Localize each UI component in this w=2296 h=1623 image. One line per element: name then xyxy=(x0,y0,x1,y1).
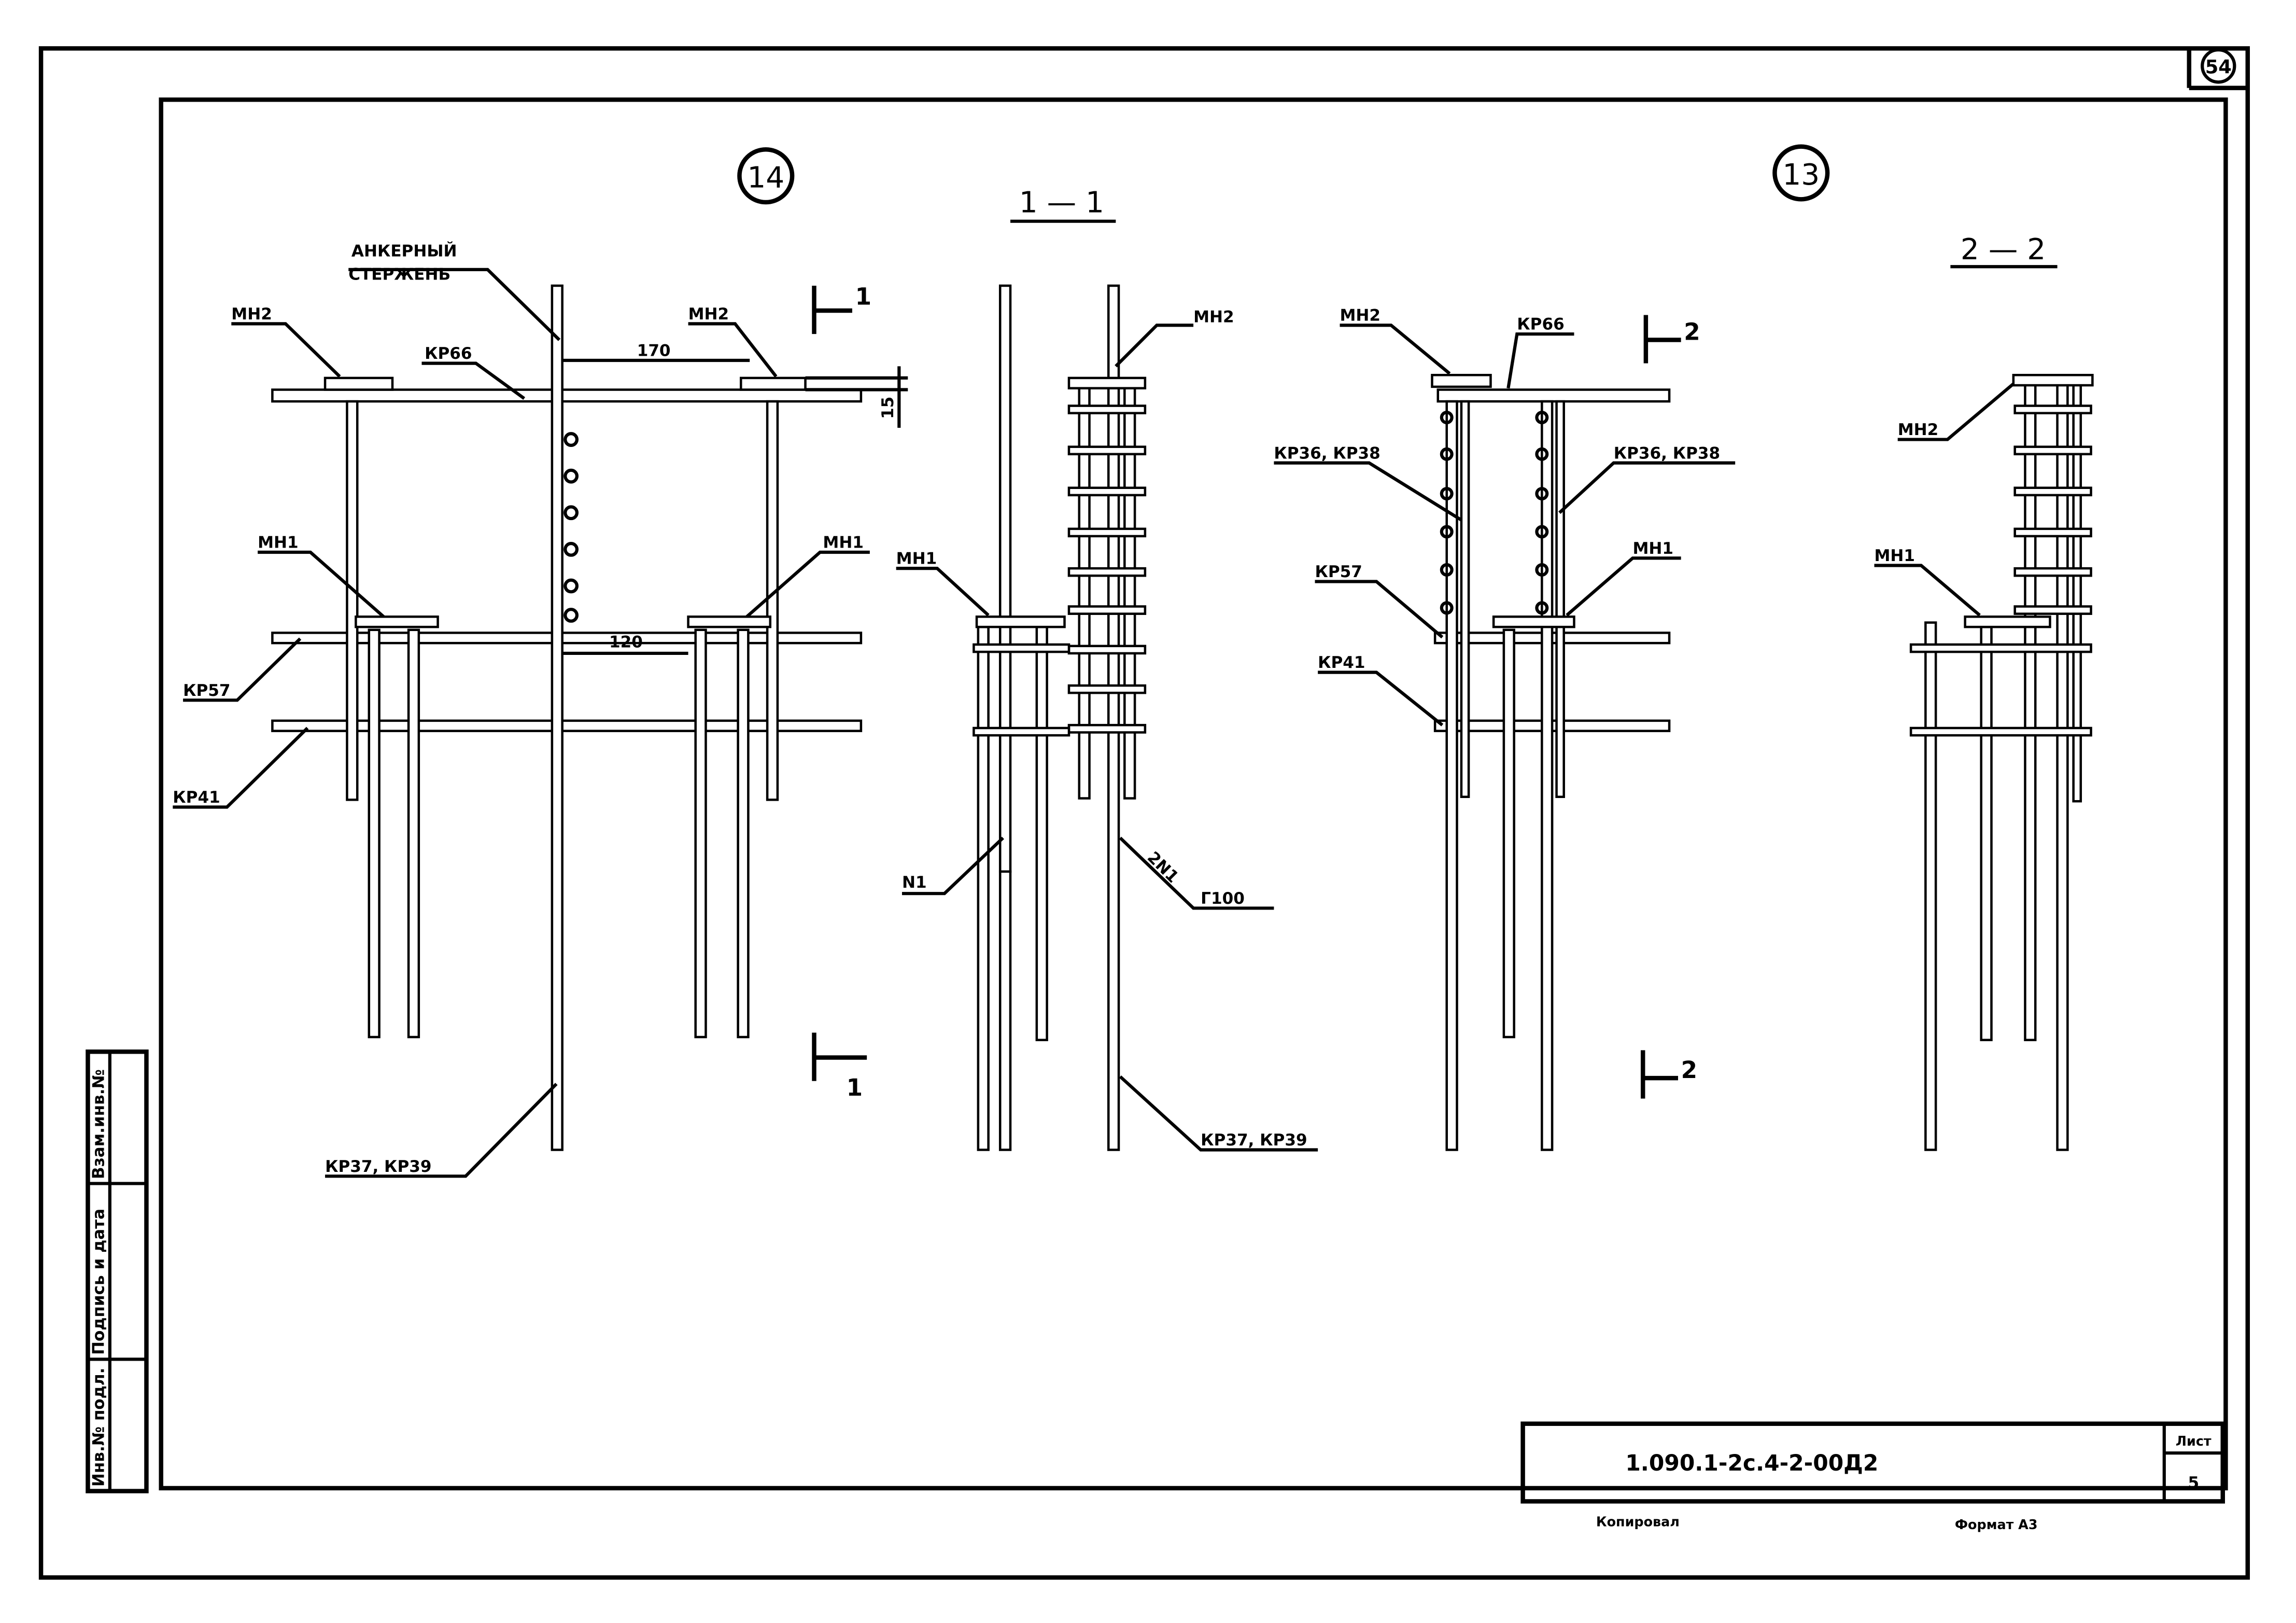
sheet-number: 54 xyxy=(2205,55,2232,78)
label-mn1: МН1 xyxy=(896,550,937,568)
label-kr36-kr38: КР36, КР38 xyxy=(1614,444,1720,463)
label-mn2: МН2 xyxy=(1898,421,1939,439)
node-14-labels: АНКЕРНЫЙ СТЕРЖЕНЬ МН2 КР66 МН2 170 15 МН… xyxy=(173,241,897,1176)
stamp-cell-replacement: Взам.инв.№ xyxy=(90,1069,108,1179)
dimension-120: 120 xyxy=(609,633,643,652)
label-kr37-kr39: КР37, КР39 xyxy=(1201,1131,1307,1150)
label-mn2: МН2 xyxy=(1340,306,1381,325)
label-kr57: КР57 xyxy=(1315,563,1362,581)
label-mn2: МН2 xyxy=(1193,308,1234,327)
label-kr37-kr39: КР37, КР39 xyxy=(325,1157,431,1176)
label-mn1: МН1 xyxy=(258,534,299,552)
label-g100: Г100 xyxy=(1201,889,1245,908)
outer-border xyxy=(38,46,2250,1580)
inner-frame xyxy=(159,97,2228,1491)
section-2-mark-top: 2 xyxy=(1684,318,1700,345)
section-2-2-drawing: МН2 МН1 xyxy=(1874,374,2094,1151)
title-block: 1.090.1-2с.4-2-00Д2 Лист 5 Копировал Фор… xyxy=(1520,1421,2225,1532)
section-1-mark-top: 1 xyxy=(855,283,871,311)
stamp-cell-signature: Подпись и дата xyxy=(90,1209,108,1355)
section-1-title: 1 — 1 xyxy=(1019,186,1104,220)
format-label: Формат А3 xyxy=(1955,1517,2038,1532)
document-code: 1.090.1-2с.4-2-00Д2 xyxy=(1625,1450,1878,1476)
node-13-circle xyxy=(1772,144,1830,202)
label-mn1: МН1 xyxy=(823,534,864,552)
label-kr57: КР57 xyxy=(183,681,230,700)
label-anchor-rod-2: СТЕРЖЕНЬ xyxy=(348,265,450,284)
sheet-number-circle xyxy=(2201,48,2236,84)
label-mn2: МН2 xyxy=(231,305,272,324)
node-13-drawing: МН2 КР66 КР36, КР38 КР36, КР38 КР57 МН1 … xyxy=(1274,306,1736,1151)
copied-by-label: Копировал xyxy=(1596,1514,1680,1529)
section-1-mark-bottom: 1 xyxy=(847,1074,863,1101)
label-mn1: МН1 xyxy=(1632,539,1673,558)
label-kr41: КР41 xyxy=(1318,653,1365,672)
section-1-marks: 1 1 xyxy=(812,283,871,1101)
section-2-marks: 2 2 xyxy=(1640,315,1700,1099)
label-kr41: КР41 xyxy=(173,788,220,807)
node-14-circle xyxy=(737,147,795,205)
side-stamp: Взам.инв.№ Подпись и дата Инв.№ подл. xyxy=(86,1050,149,1493)
label-mn1: МН1 xyxy=(1875,547,1915,565)
label-kr66: КР66 xyxy=(1517,315,1564,334)
section-1-1-drawing: МН2 МН1 N1 2N1 Г100 КР37, КР39 xyxy=(896,284,1318,1152)
sheet-value: 5 xyxy=(2188,1474,2199,1492)
dimension-15: 15 xyxy=(879,397,897,419)
label-anchor-rod: АНКЕРНЫЙ xyxy=(351,241,457,260)
label-n1: N1 xyxy=(902,873,927,892)
label-mn2: МН2 xyxy=(688,305,729,324)
dimension-170: 170 xyxy=(637,342,671,360)
section-2-title: 2 — 2 xyxy=(1961,233,2046,267)
section-2-mark-bottom: 2 xyxy=(1681,1056,1697,1084)
node-14-label: 14 xyxy=(747,161,784,195)
label-kr66: КР66 xyxy=(425,344,472,363)
stamp-cell-inventory: Инв.№ подл. xyxy=(90,1368,108,1487)
sheet-label: Лист xyxy=(2176,1433,2212,1449)
label-kr36-kr38: КР36, КР38 xyxy=(1274,444,1380,463)
node-13-label: 13 xyxy=(1782,158,1820,192)
node-14-drawing xyxy=(173,268,908,1178)
